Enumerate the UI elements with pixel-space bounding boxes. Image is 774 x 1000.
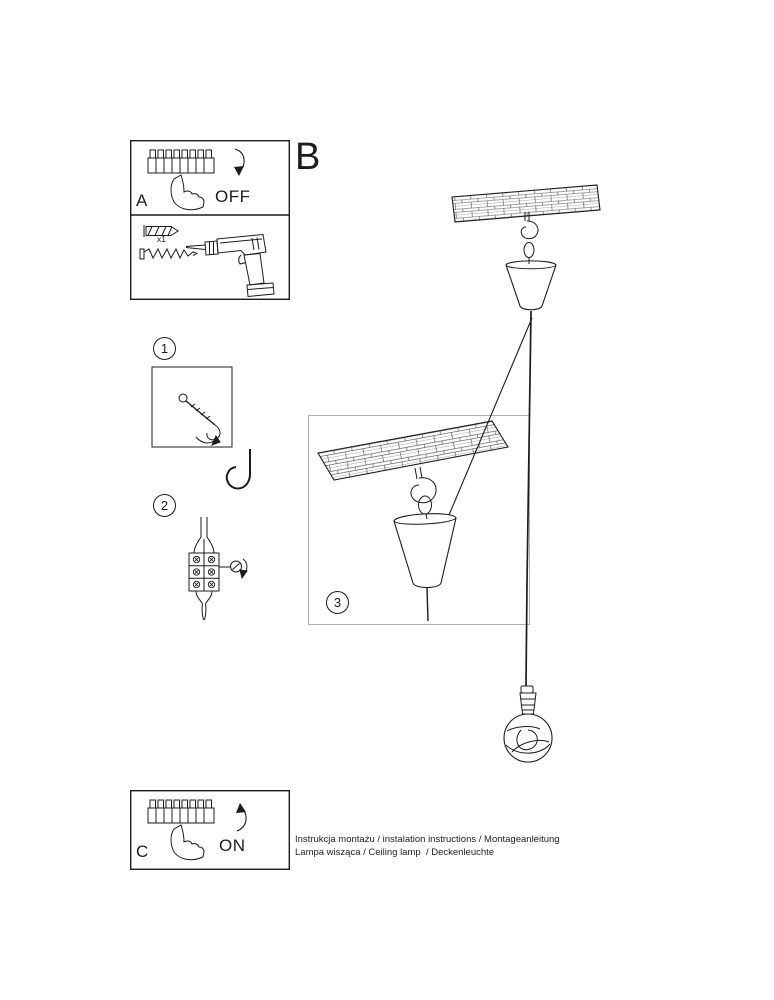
step-2-badge: 2 bbox=[153, 494, 176, 517]
screw-drawing bbox=[139, 247, 199, 260]
inset-ceiling-plate bbox=[317, 420, 509, 481]
pendant-lamp-drawing bbox=[448, 184, 601, 763]
step-3-badge: 3 bbox=[326, 591, 349, 614]
step2-drawing bbox=[188, 517, 248, 621]
step-1-badge: 1 bbox=[153, 337, 176, 360]
switch-off-drawing bbox=[147, 148, 245, 211]
switch-on-drawing bbox=[147, 799, 247, 861]
wall-anchor-drawing bbox=[143, 225, 179, 237]
inset-detail-drawing bbox=[317, 420, 509, 622]
switch-off-label: OFF bbox=[215, 187, 251, 206]
footer-line-2: Lampa wisząca / Ceiling lamp / Deckenleu… bbox=[295, 847, 495, 858]
inset-detail-box bbox=[308, 415, 530, 625]
footer-line-1: Instrukcja montażu / instalation instruc… bbox=[295, 834, 560, 845]
switch-on-label: ON bbox=[219, 836, 246, 855]
ceiling-plate bbox=[451, 184, 601, 223]
drill-drawing bbox=[185, 233, 275, 298]
tools-drawing bbox=[139, 225, 275, 298]
anchor-quantity-label: x1 bbox=[157, 234, 166, 244]
step1-drawing bbox=[151, 366, 251, 490]
panel-frames bbox=[129, 139, 291, 871]
section-b-label: B bbox=[295, 136, 321, 178]
panel-c-label: C bbox=[136, 842, 149, 861]
panel-a-label: A bbox=[136, 191, 148, 210]
